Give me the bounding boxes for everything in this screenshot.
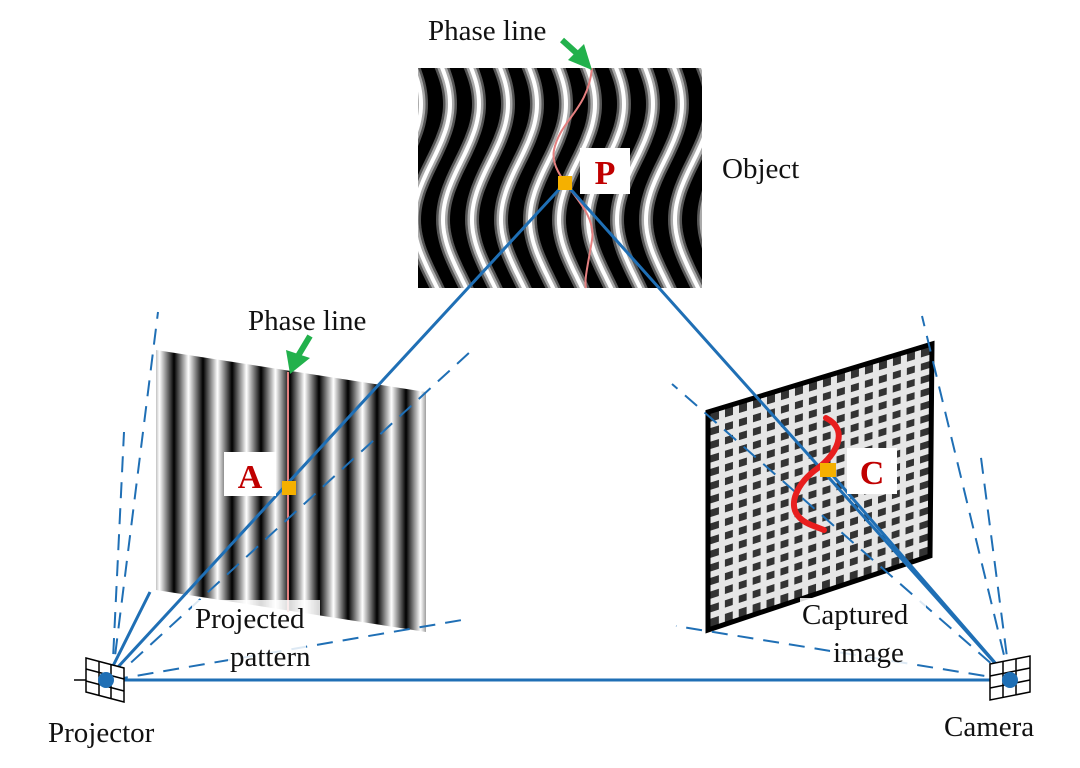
point-a-marker bbox=[282, 481, 296, 495]
object-fringe bbox=[356, 60, 392, 296]
arrow-icon-top bbox=[562, 40, 592, 70]
camera-label: Camera bbox=[944, 711, 1034, 743]
object-fringe bbox=[385, 60, 421, 296]
projector-icon bbox=[74, 658, 124, 702]
captured-image-label-line1: Captured bbox=[802, 599, 909, 631]
object-fringe bbox=[356, 60, 392, 296]
captured-image-label-line2: image bbox=[833, 637, 904, 669]
projected-pattern-label-line2: pattern bbox=[230, 641, 311, 673]
arrow-icon-left bbox=[286, 336, 310, 374]
phase-line-top-label: Phase line bbox=[428, 15, 546, 47]
point-a-label: A bbox=[238, 459, 263, 496]
object-fringe bbox=[385, 60, 421, 296]
object-fringe bbox=[385, 60, 421, 296]
camera-icon bbox=[990, 656, 1030, 700]
point-c-label: C bbox=[860, 455, 885, 492]
object-fringe bbox=[356, 60, 392, 296]
point-p-marker bbox=[558, 176, 572, 190]
projector-label: Projector bbox=[48, 717, 155, 749]
point-c-marker bbox=[820, 463, 836, 477]
projected-pattern-label-line1: Projected bbox=[195, 603, 305, 635]
captured-image-grid bbox=[708, 344, 932, 630]
object-label: Object bbox=[722, 153, 799, 185]
point-p-label: P bbox=[595, 155, 616, 192]
phase-line-left-label: Phase line bbox=[248, 305, 366, 337]
